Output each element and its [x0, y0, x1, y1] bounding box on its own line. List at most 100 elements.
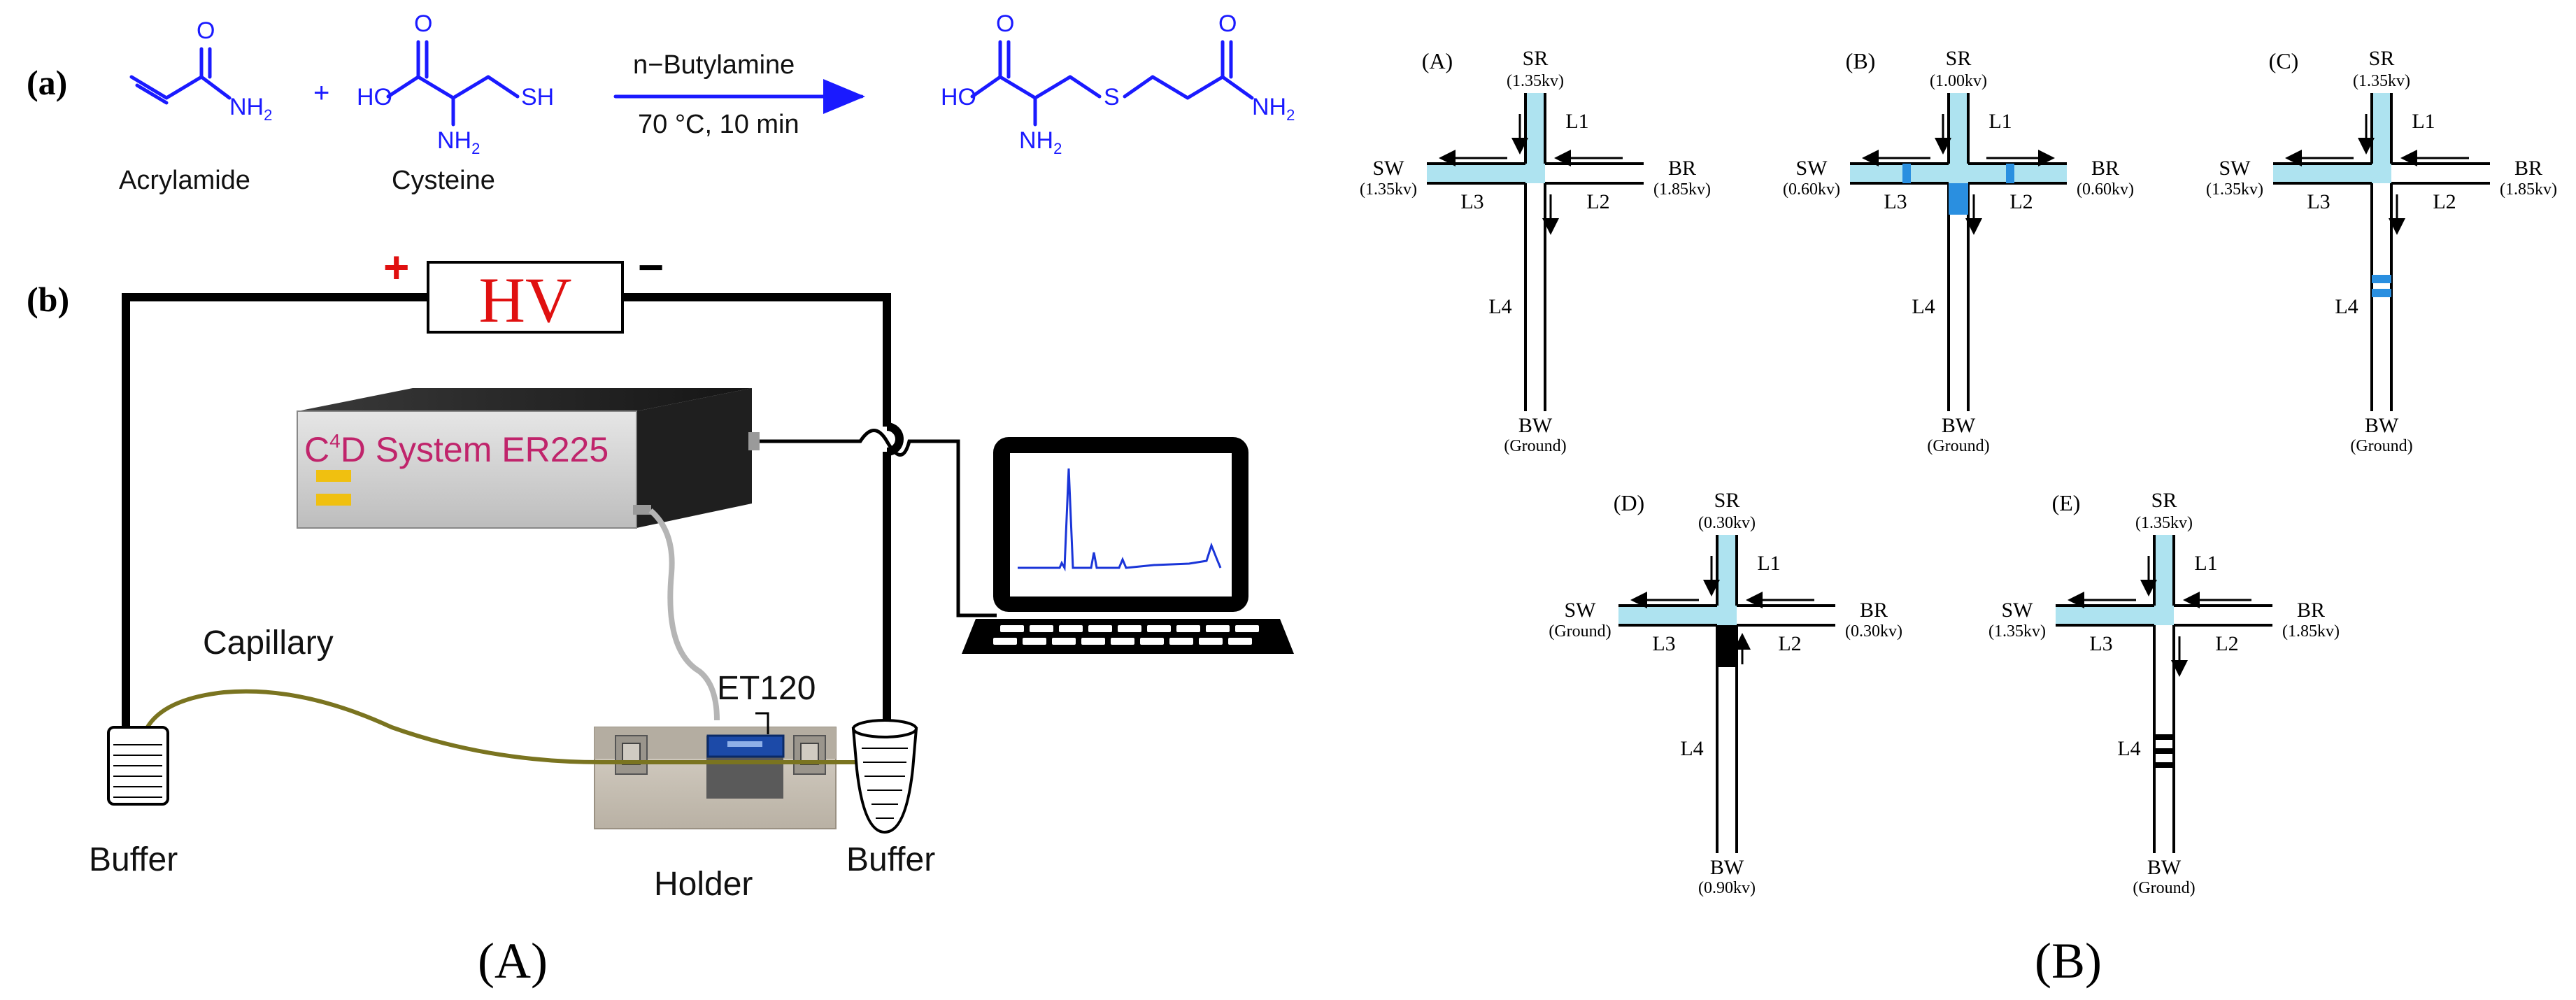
diagram-id-label: (B): [1846, 48, 1876, 73]
buffer-right-label: Buffer: [846, 841, 935, 878]
reagent-label: n−Butylamine: [633, 50, 795, 80]
l2-label: L2: [1778, 632, 1801, 655]
sw-voltage: (Ground): [1549, 622, 1611, 641]
sr-voltage: (1.35kv): [2135, 514, 2193, 532]
l3-label: L3: [2089, 632, 2112, 655]
bw-label: BW: [2365, 414, 2399, 437]
atom-ho: HO: [357, 84, 392, 110]
keyboard-icon: [993, 625, 1259, 645]
c4d-detector: C4D System ER225: [297, 388, 760, 529]
buffer-left-label: Buffer: [89, 841, 178, 878]
bw-voltage: (0.90kv): [1698, 879, 1756, 897]
br-voltage: (1.85kv): [2500, 180, 2557, 199]
l1-label: L1: [1988, 110, 2012, 133]
channel-diagram-c: (C)SR(1.35kv)SW(1.35kv)BR(1.85kv)BW(Grou…: [2206, 47, 2557, 455]
hv-label: HV: [479, 264, 572, 336]
atom-s: S: [1104, 84, 1120, 110]
sw-label: SW: [2002, 599, 2034, 622]
bw-voltage: (Ground): [2133, 879, 2195, 897]
br-voltage: (1.85kv): [2282, 622, 2340, 641]
br-voltage: (1.85kv): [1653, 180, 1711, 199]
l2-label: L2: [2433, 190, 2456, 213]
sr-label: SR: [1523, 47, 1549, 70]
buffer-vial-left: [107, 726, 169, 806]
br-label: BR: [1860, 599, 1888, 622]
sw-label: SW: [1373, 157, 1405, 180]
atom-nh2: NH2: [229, 94, 272, 124]
bw-voltage: (Ground): [1927, 437, 1989, 455]
reaction-plus: +: [313, 78, 329, 108]
row-a-label: (a): [27, 63, 67, 102]
atom-nh2: NH2: [1019, 127, 1062, 157]
l4-label: L4: [2117, 737, 2140, 760]
capillary-label: Capillary: [203, 624, 334, 662]
c4d-label: C4D System ER225: [304, 430, 609, 469]
diagram-id-label: (D): [1614, 490, 1644, 515]
acrylamide-structure: [129, 47, 232, 105]
atom-o: O: [414, 10, 432, 37]
l4-label: L4: [1488, 295, 1511, 318]
sw-voltage: (0.60kv): [1783, 180, 1840, 199]
l3-label: L3: [1884, 190, 1907, 213]
et120-label: ET120: [717, 670, 816, 707]
laptop-icon: [962, 437, 1294, 654]
hv-minus-sign: −: [638, 242, 664, 292]
panel-b: (A)SR(1.35kv)SW(1.35kv)BR(1.85kv)BW(Grou…: [1360, 47, 2557, 897]
reaction-scheme: [129, 40, 1254, 127]
bw-label: BW: [2147, 856, 2182, 879]
capillary-holder: [594, 727, 837, 829]
l1-label: L1: [2412, 110, 2435, 133]
signal-cable: [760, 429, 997, 617]
sr-voltage: (1.35kv): [2353, 72, 2410, 90]
sw-label: SW: [1565, 599, 1597, 622]
panel-a-caption: (A): [478, 933, 548, 989]
row-b-label: (b): [27, 280, 69, 319]
diagram-id-label: (C): [2269, 48, 2299, 73]
channel-diagram-b: (B)SR(1.00kv)SW(0.60kv)BR(0.60kv)BW(Grou…: [1783, 47, 2134, 455]
l3-label: L3: [1652, 632, 1675, 655]
chromatogram-trace: [1018, 468, 1222, 572]
l4-label: L4: [2335, 295, 2358, 318]
bw-label: BW: [1518, 414, 1553, 437]
conditions-label: 70 °C, 10 min: [638, 110, 799, 139]
l1-label: L1: [1565, 110, 1588, 133]
atom-o: O: [1218, 10, 1237, 37]
l2-label: L2: [1586, 190, 1609, 213]
product-structure: [970, 40, 1254, 127]
panel-a: (a) (b): [27, 10, 1295, 989]
l3-label: L3: [2307, 190, 2330, 213]
channel-diagram-d: (D)SR(0.30kv)SW(Ground)BR(0.30kv)BW(0.90…: [1549, 489, 1902, 897]
br-voltage: (0.30kv): [1845, 622, 1902, 641]
atom-sh: SH: [521, 84, 554, 110]
diagram-id-label: (A): [1422, 48, 1453, 73]
sr-label: SR: [2369, 47, 2395, 70]
channel-diagram-e: (E)SR(1.35kv)SW(1.35kv)BR(1.85kv)BW(Grou…: [1988, 489, 2340, 897]
l1-label: L1: [2194, 552, 2217, 575]
sr-voltage: (1.00kv): [1930, 72, 1987, 90]
holder-label: Holder: [654, 866, 753, 903]
l4-label: L4: [1912, 295, 1935, 318]
buffer-vial-right: [851, 719, 918, 834]
hv-plus-sign: +: [383, 242, 409, 292]
bw-label: BW: [1942, 414, 1976, 437]
br-label: BR: [2514, 157, 2542, 180]
l2-label: L2: [2009, 190, 2033, 213]
acrylamide-label: Acrylamide: [119, 166, 250, 195]
sw-label: SW: [2219, 157, 2251, 180]
sw-voltage: (1.35kv): [1360, 180, 1417, 199]
l1-label: L1: [1757, 552, 1780, 575]
diagram-id-label: (E): [2052, 490, 2081, 515]
br-label: BR: [2091, 157, 2119, 180]
bw-label: BW: [1710, 856, 1744, 879]
atom-nh2: NH2: [437, 127, 480, 157]
atom-ho: HO: [941, 84, 976, 110]
sr-label: SR: [2151, 489, 2177, 512]
atom-o: O: [996, 10, 1014, 37]
sw-label: SW: [1796, 157, 1828, 180]
hv-power-supply: [427, 261, 624, 334]
sr-voltage: (0.30kv): [1698, 514, 1756, 532]
circuit-wires: [122, 293, 904, 745]
cysteine-structure: [386, 40, 520, 127]
capillary-tube: [143, 689, 890, 764]
